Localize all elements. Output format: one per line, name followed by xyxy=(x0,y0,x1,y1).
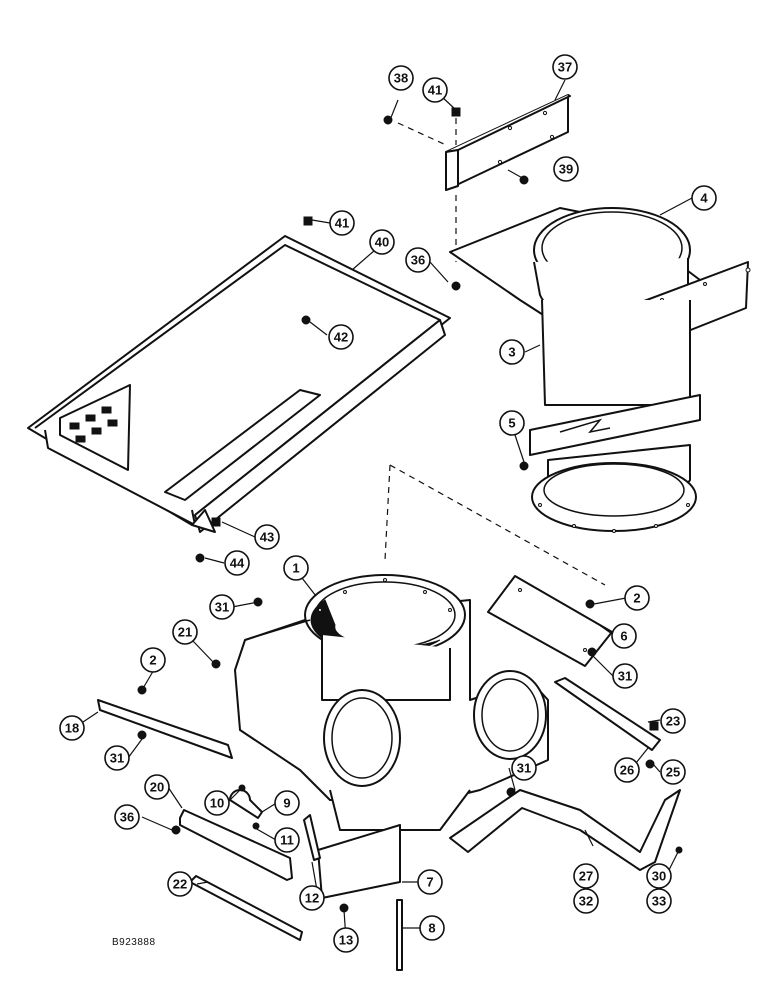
part-18-strip xyxy=(97,699,233,759)
svg-text:8: 8 xyxy=(428,921,435,936)
svg-text:3: 3 xyxy=(508,345,515,360)
part-26-strap xyxy=(554,677,661,751)
part-20-bar xyxy=(179,809,293,881)
svg-text:4: 4 xyxy=(700,191,708,206)
callout-8: 8 xyxy=(419,915,445,941)
callout-3: 3 xyxy=(499,339,525,365)
callout-36: 36 xyxy=(114,804,140,830)
svg-text:12: 12 xyxy=(305,891,319,906)
callout-39: 39 xyxy=(553,156,579,182)
callout-2: 2 xyxy=(140,647,166,673)
part-37-bracket xyxy=(445,94,571,191)
callout-9: 9 xyxy=(274,790,300,816)
svg-text:26: 26 xyxy=(620,763,634,778)
callout-12: 12 xyxy=(299,885,325,911)
svg-text:6: 6 xyxy=(620,629,627,644)
callout-11: 11 xyxy=(274,827,300,853)
callout-31: 31 xyxy=(612,663,638,689)
part-22-strap xyxy=(189,875,303,941)
callout-26: 26 xyxy=(614,757,640,783)
svg-text:22: 22 xyxy=(173,877,187,892)
svg-text:25: 25 xyxy=(666,765,680,780)
svg-text:38: 38 xyxy=(394,71,408,86)
part-7-plate xyxy=(317,824,401,899)
part-8-rod xyxy=(396,899,403,971)
part-9-latch xyxy=(229,789,263,819)
figure-code: B923888 xyxy=(112,937,156,948)
callout-22: 22 xyxy=(167,871,193,897)
callout-4: 4 xyxy=(691,185,717,211)
callout-7: 7 xyxy=(417,869,443,895)
callout-37: 37 xyxy=(552,54,578,80)
svg-text:27: 27 xyxy=(579,869,593,884)
svg-text:43: 43 xyxy=(260,530,274,545)
svg-text:21: 21 xyxy=(178,625,192,640)
callout-1: 1 xyxy=(283,555,309,581)
svg-text:42: 42 xyxy=(334,330,348,345)
svg-text:18: 18 xyxy=(65,721,79,736)
svg-text:23: 23 xyxy=(666,714,680,729)
callout-20: 20 xyxy=(144,774,170,800)
callout-41: 41 xyxy=(329,210,355,236)
svg-text:1: 1 xyxy=(292,561,299,576)
callout-31: 31 xyxy=(209,594,235,620)
callout-10: 10 xyxy=(204,790,230,816)
callout-36: 36 xyxy=(405,247,431,273)
callout-2: 2 xyxy=(624,585,650,611)
callout-30: 30 xyxy=(646,863,672,889)
part-12-rod xyxy=(303,814,321,861)
svg-text:41: 41 xyxy=(335,216,349,231)
callout-25: 25 xyxy=(660,759,686,785)
svg-text:39: 39 xyxy=(559,162,573,177)
svg-text:9: 9 xyxy=(283,796,290,811)
callout-41: 41 xyxy=(422,77,448,103)
svg-text:32: 32 xyxy=(579,894,593,909)
svg-text:41: 41 xyxy=(428,83,442,98)
svg-text:5: 5 xyxy=(508,416,515,431)
svg-text:31: 31 xyxy=(517,761,531,776)
callout-42: 42 xyxy=(328,324,354,350)
svg-text:20: 20 xyxy=(150,780,164,795)
part-27-strap xyxy=(449,789,681,871)
callout-23: 23 xyxy=(660,708,686,734)
callout-40: 40 xyxy=(369,229,395,255)
svg-text:37: 37 xyxy=(558,60,572,75)
svg-text:36: 36 xyxy=(120,810,134,825)
callout-33: 33 xyxy=(646,888,672,914)
svg-text:33: 33 xyxy=(652,894,666,909)
callout-38: 38 xyxy=(388,65,414,91)
part-40-frame xyxy=(27,235,451,533)
callout-44: 44 xyxy=(224,550,250,576)
callout-31: 31 xyxy=(511,755,537,781)
fasteners xyxy=(137,107,683,913)
callout-31: 31 xyxy=(104,745,130,771)
svg-text:31: 31 xyxy=(110,751,124,766)
svg-text:44: 44 xyxy=(230,556,245,571)
svg-text:13: 13 xyxy=(339,933,353,948)
svg-text:2: 2 xyxy=(149,653,156,668)
callout-18: 18 xyxy=(59,715,85,741)
svg-text:10: 10 xyxy=(210,796,224,811)
svg-text:31: 31 xyxy=(215,600,229,615)
svg-text:11: 11 xyxy=(280,833,294,848)
svg-text:7: 7 xyxy=(426,875,433,890)
svg-text:30: 30 xyxy=(652,869,666,884)
callout-5: 5 xyxy=(499,410,525,436)
callout-32: 32 xyxy=(573,888,599,914)
part-3-tube xyxy=(529,299,701,533)
svg-text:40: 40 xyxy=(375,235,389,250)
svg-text:2: 2 xyxy=(633,591,640,606)
part-1-hopper xyxy=(234,574,549,831)
svg-text:36: 36 xyxy=(411,253,425,268)
callout-6: 6 xyxy=(611,623,637,649)
callout-43: 43 xyxy=(254,524,280,550)
callout-27: 27 xyxy=(573,863,599,889)
svg-text:31: 31 xyxy=(618,669,632,684)
callout-13: 13 xyxy=(333,927,359,953)
callout-21: 21 xyxy=(172,619,198,645)
